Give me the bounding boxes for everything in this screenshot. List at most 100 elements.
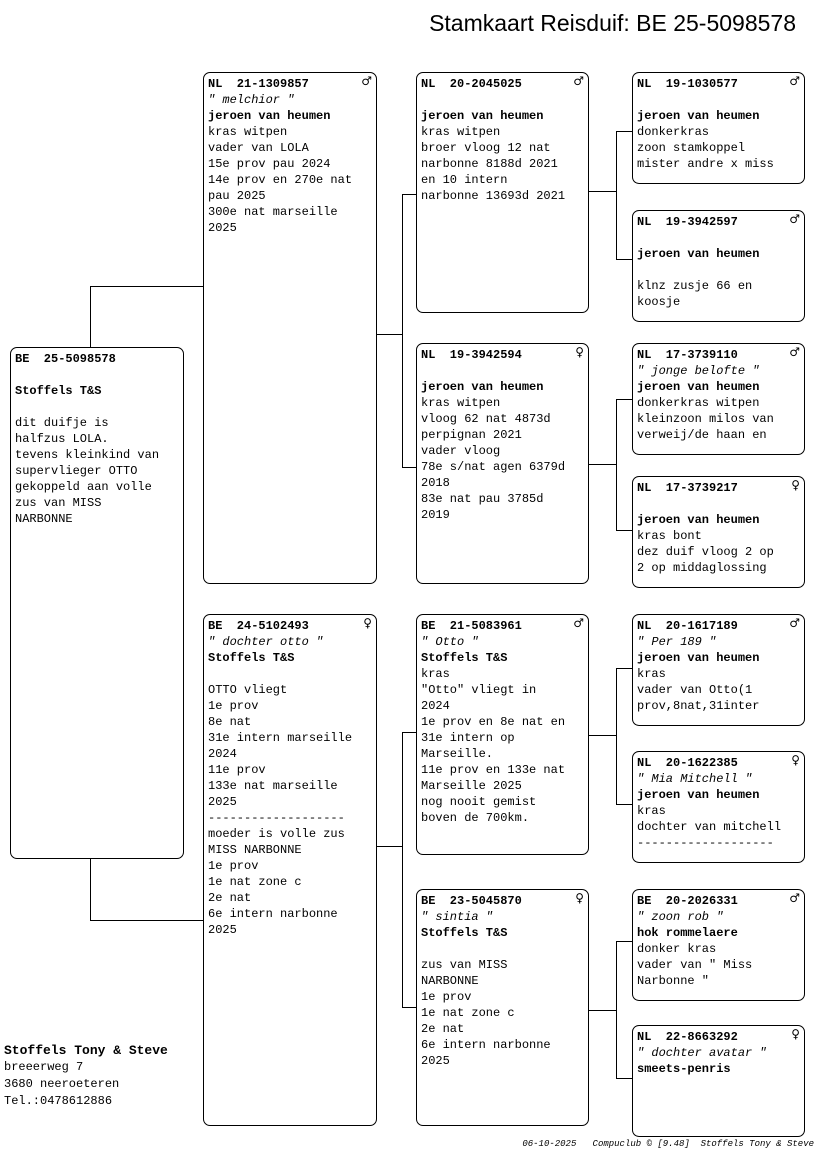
ring-number: NL 21-1309857 [208, 77, 309, 91]
info-line: "Otto" vliegt in [421, 683, 537, 697]
info-line: tevens kleinkind van [15, 448, 160, 462]
male-icon: ♂ [789, 616, 800, 630]
info-line: NARBONNE [15, 512, 73, 526]
pigeon-name [421, 363, 584, 379]
info-line: 6e intern narbonne [421, 1038, 551, 1052]
ring-number: NL 17-3739110 [637, 348, 738, 362]
info-line [421, 941, 584, 957]
pedigree-card-mmf[interactable]: BE 20-2026331♂" zoon rob "hok rommelaere… [632, 889, 805, 1001]
ring-number: NL 19-3942597 [637, 215, 738, 229]
info-line: narbonne 13693d 2021 [421, 189, 566, 203]
info-line: kras bont [637, 529, 702, 543]
owner-name: jeroen van heumen [637, 247, 760, 261]
info-line: moeder is volle zus [208, 827, 345, 841]
female-icon: ♀ [791, 1027, 800, 1041]
ring-number: BE 23-5045870 [421, 894, 522, 908]
connector-line [90, 920, 204, 921]
info-line: dez duif vloog 2 op [637, 545, 774, 559]
pigeon-name: " Otto " [421, 635, 479, 649]
info-line: halfzus LOLA. [15, 432, 109, 446]
pigeon-name [637, 496, 800, 512]
info-line: 78e s/nat agen 6379d [421, 460, 566, 474]
connector-line [402, 732, 417, 733]
info-line: 2e nat [421, 1022, 465, 1036]
connector-line [377, 334, 403, 335]
info-line: 133e nat marseille [208, 779, 338, 793]
connector-line [402, 194, 417, 195]
breeder-city: 3680 neeroeteren [4, 1077, 120, 1091]
info-line: vader van " Miss [637, 958, 753, 972]
connector-line [616, 131, 633, 132]
breeder-street: breeerweg 7 [4, 1060, 84, 1074]
info-line: perpignan 2021 [421, 428, 522, 442]
info-line: Marseille 2025 [421, 779, 522, 793]
owner-name: hok rommelaere [637, 926, 738, 940]
info-line: kras [637, 804, 666, 818]
info-line: kras [421, 667, 450, 681]
connector-line [589, 735, 617, 736]
pedigree-card-father[interactable]: NL 21-1309857♂" melchior "jeroen van heu… [203, 72, 377, 584]
connector-line [616, 941, 633, 942]
connector-line [616, 668, 633, 669]
pigeon-name [421, 92, 584, 108]
info-line [15, 399, 179, 415]
info-line: nog nooit gemist [421, 795, 537, 809]
info-line: 2025 [208, 795, 237, 809]
pedigree-card-mmm[interactable]: NL 22-8663292♀" dochter avatar "smeets-p… [632, 1025, 805, 1137]
pigeon-name: " dochter otto " [208, 635, 324, 649]
connector-line [377, 846, 403, 847]
connector-line [589, 191, 617, 192]
pedigree-card-mff[interactable]: NL 20-1617189♂" Per 189 "jeroen van heum… [632, 614, 805, 726]
info-line: 1e nat zone c [208, 875, 302, 889]
pigeon-name: " sintia " [421, 910, 494, 924]
info-line: 31e intern marseille [208, 731, 353, 745]
ring-number: NL 19-3942594 [421, 348, 522, 362]
owner-name: jeroen van heumen [637, 651, 760, 665]
page-title: Stamkaart Reisduif: BE 25-5098578 [429, 10, 796, 36]
info-line: 2018 [421, 476, 450, 490]
info-line: 1e prov [208, 859, 259, 873]
connector-line [616, 399, 617, 531]
female-icon: ♀ [791, 753, 800, 767]
female-icon: ♀ [575, 891, 584, 905]
breeder-name: Stoffels Tony & Steve [4, 1043, 168, 1058]
male-icon: ♂ [573, 616, 584, 630]
connector-line [90, 859, 91, 921]
footer-credits: 06-10-2025 Compuclub © [9.48] Stoffels T… [522, 1139, 814, 1149]
info-line: klnz zusje 66 en [637, 279, 753, 293]
info-line: 1e prov [208, 699, 259, 713]
connector-line [90, 286, 91, 348]
ring-number: NL 19-1030577 [637, 77, 738, 91]
info-line: 8e nat [208, 715, 252, 729]
info-line: zus van MISS [421, 958, 508, 972]
info-line: vloog 62 nat 4873d [421, 412, 551, 426]
info-line: NARBONNE [421, 974, 479, 988]
ring-number: NL 20-1617189 [637, 619, 738, 633]
pedigree-card-fmf[interactable]: NL 17-3739110♂" jonge belofte "jeroen va… [632, 343, 805, 455]
pedigree-card-mfm[interactable]: NL 20-1622385♀" Mia Mitchell "jeroen van… [632, 751, 805, 863]
info-line: prov,8nat,31inter [637, 699, 760, 713]
info-line: MISS NARBONNE [208, 843, 302, 857]
owner-name: Stoffels T&S [15, 384, 102, 398]
connector-line [616, 804, 633, 805]
pedigree-card-mother[interactable]: BE 24-5102493♀" dochter otto "Stoffels T… [203, 614, 377, 1126]
connector-line [616, 1078, 633, 1079]
info-line: 15e prov pau 2024 [208, 157, 331, 171]
info-line: kleinzoon milos van [637, 412, 774, 426]
info-line: mister andre x miss [637, 157, 774, 171]
connector-line [616, 131, 617, 260]
owner-name: jeroen van heumen [208, 109, 331, 123]
info-line: kras witpen [421, 125, 501, 139]
info-line: 83e nat pau 3785d [421, 492, 544, 506]
ring-number: BE 25-5098578 [15, 352, 116, 366]
info-line [637, 262, 800, 278]
